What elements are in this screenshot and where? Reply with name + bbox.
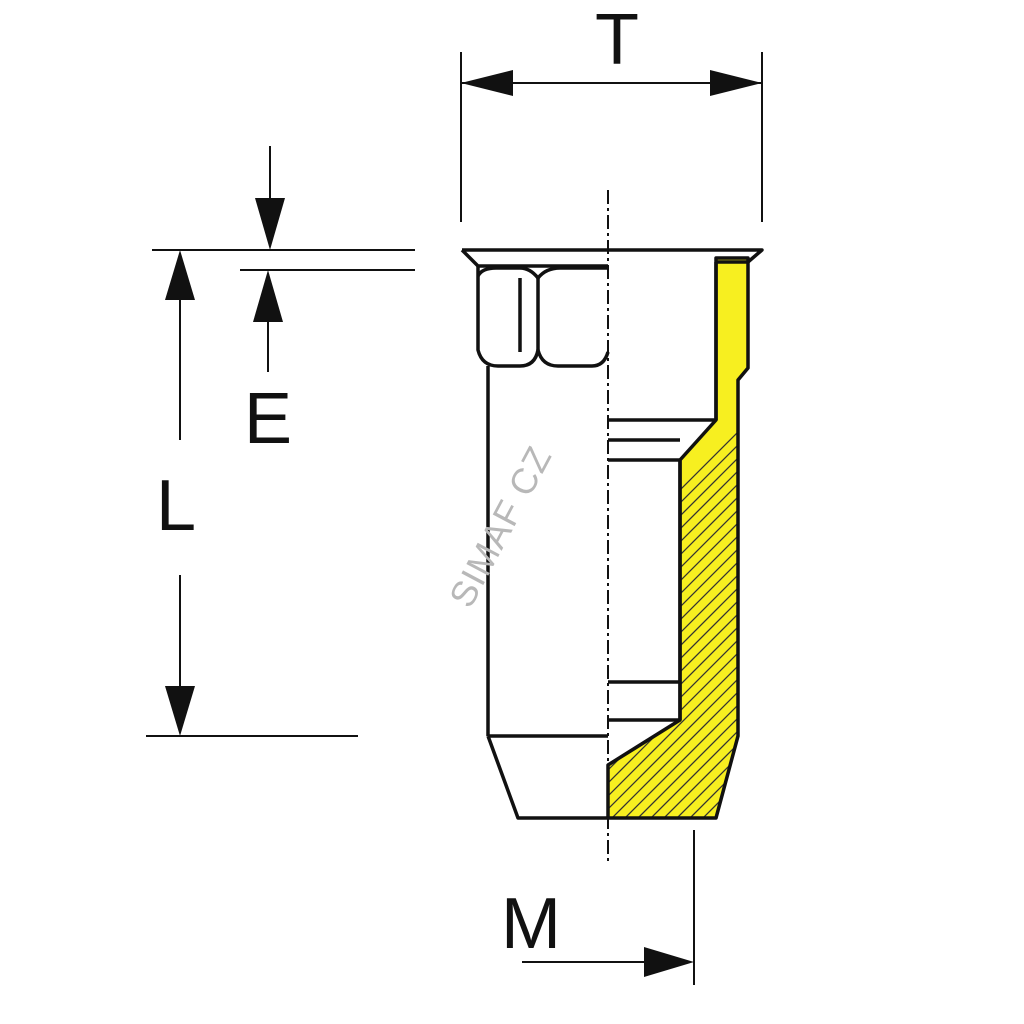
hatch-line (716, 258, 748, 818)
taper (486, 734, 608, 820)
hatch-line (608, 258, 748, 818)
hatch-line (742, 258, 748, 818)
label-l: L (156, 466, 196, 546)
hatch-line (782, 230, 1024, 830)
hatch-line (860, 230, 1024, 830)
hatch-line (977, 230, 1024, 830)
hatch-line (769, 230, 1024, 830)
hatch-line (608, 258, 748, 818)
hatch-line (729, 258, 748, 818)
hatch-line (608, 258, 748, 818)
hatch-line (938, 230, 1024, 830)
e-arrow-down (255, 198, 285, 250)
t-arrow-left (461, 70, 513, 96)
dimension-m: M (501, 830, 695, 985)
hatch-line (886, 230, 1024, 830)
hatch-line (1016, 230, 1024, 830)
hatch-line (608, 258, 748, 818)
watermark-text: SIMAF CZ (441, 439, 560, 614)
hex-top-shoulder-2 (536, 266, 608, 280)
section-outline (606, 256, 750, 820)
dimension-e: E (240, 146, 415, 459)
l-arrow-down (165, 686, 195, 736)
hatch-line (608, 258, 748, 818)
hatch-line (612, 258, 748, 818)
hex-top-shoulder (476, 266, 540, 280)
hatch-line (608, 258, 748, 818)
hatch-line (756, 230, 1024, 830)
hatch-line (608, 258, 748, 818)
hatch-line (608, 258, 748, 818)
dimension-l: L (146, 249, 358, 737)
t-arrow-right (710, 70, 762, 96)
hatch-line (703, 258, 748, 818)
hatch-line (608, 258, 748, 818)
e-arrow-up (253, 270, 283, 322)
hatch-line (925, 230, 1024, 830)
hatch-line (608, 258, 748, 818)
section-fill (608, 258, 748, 818)
hatch-line (873, 230, 1024, 830)
m-arrow-right (644, 947, 694, 977)
hatch-line (951, 230, 1024, 830)
hatch-line (899, 230, 1024, 830)
hatch-line (821, 230, 1024, 830)
hatch-line (608, 258, 748, 818)
label-t: T (595, 0, 639, 80)
hatch-line (795, 230, 1024, 830)
hatch-line (834, 230, 1024, 830)
hatch-line (625, 258, 748, 818)
hatch-line (964, 230, 1024, 830)
bore (608, 262, 718, 722)
hatch-line (847, 230, 1024, 830)
hatch-line (912, 230, 1024, 830)
nut-body (460, 248, 764, 820)
hatch-line (608, 258, 748, 818)
label-e: E (244, 379, 292, 459)
hatch-line (1003, 230, 1024, 830)
section-cut (606, 230, 1024, 830)
hatch-line (608, 258, 748, 818)
hex-head (476, 266, 610, 368)
hatch-line (608, 258, 748, 818)
label-m: M (501, 884, 561, 964)
hatch-line (990, 230, 1024, 830)
hatch-line (808, 230, 1024, 830)
l-arrow-up (165, 250, 195, 300)
dimension-t: T (460, 0, 763, 222)
